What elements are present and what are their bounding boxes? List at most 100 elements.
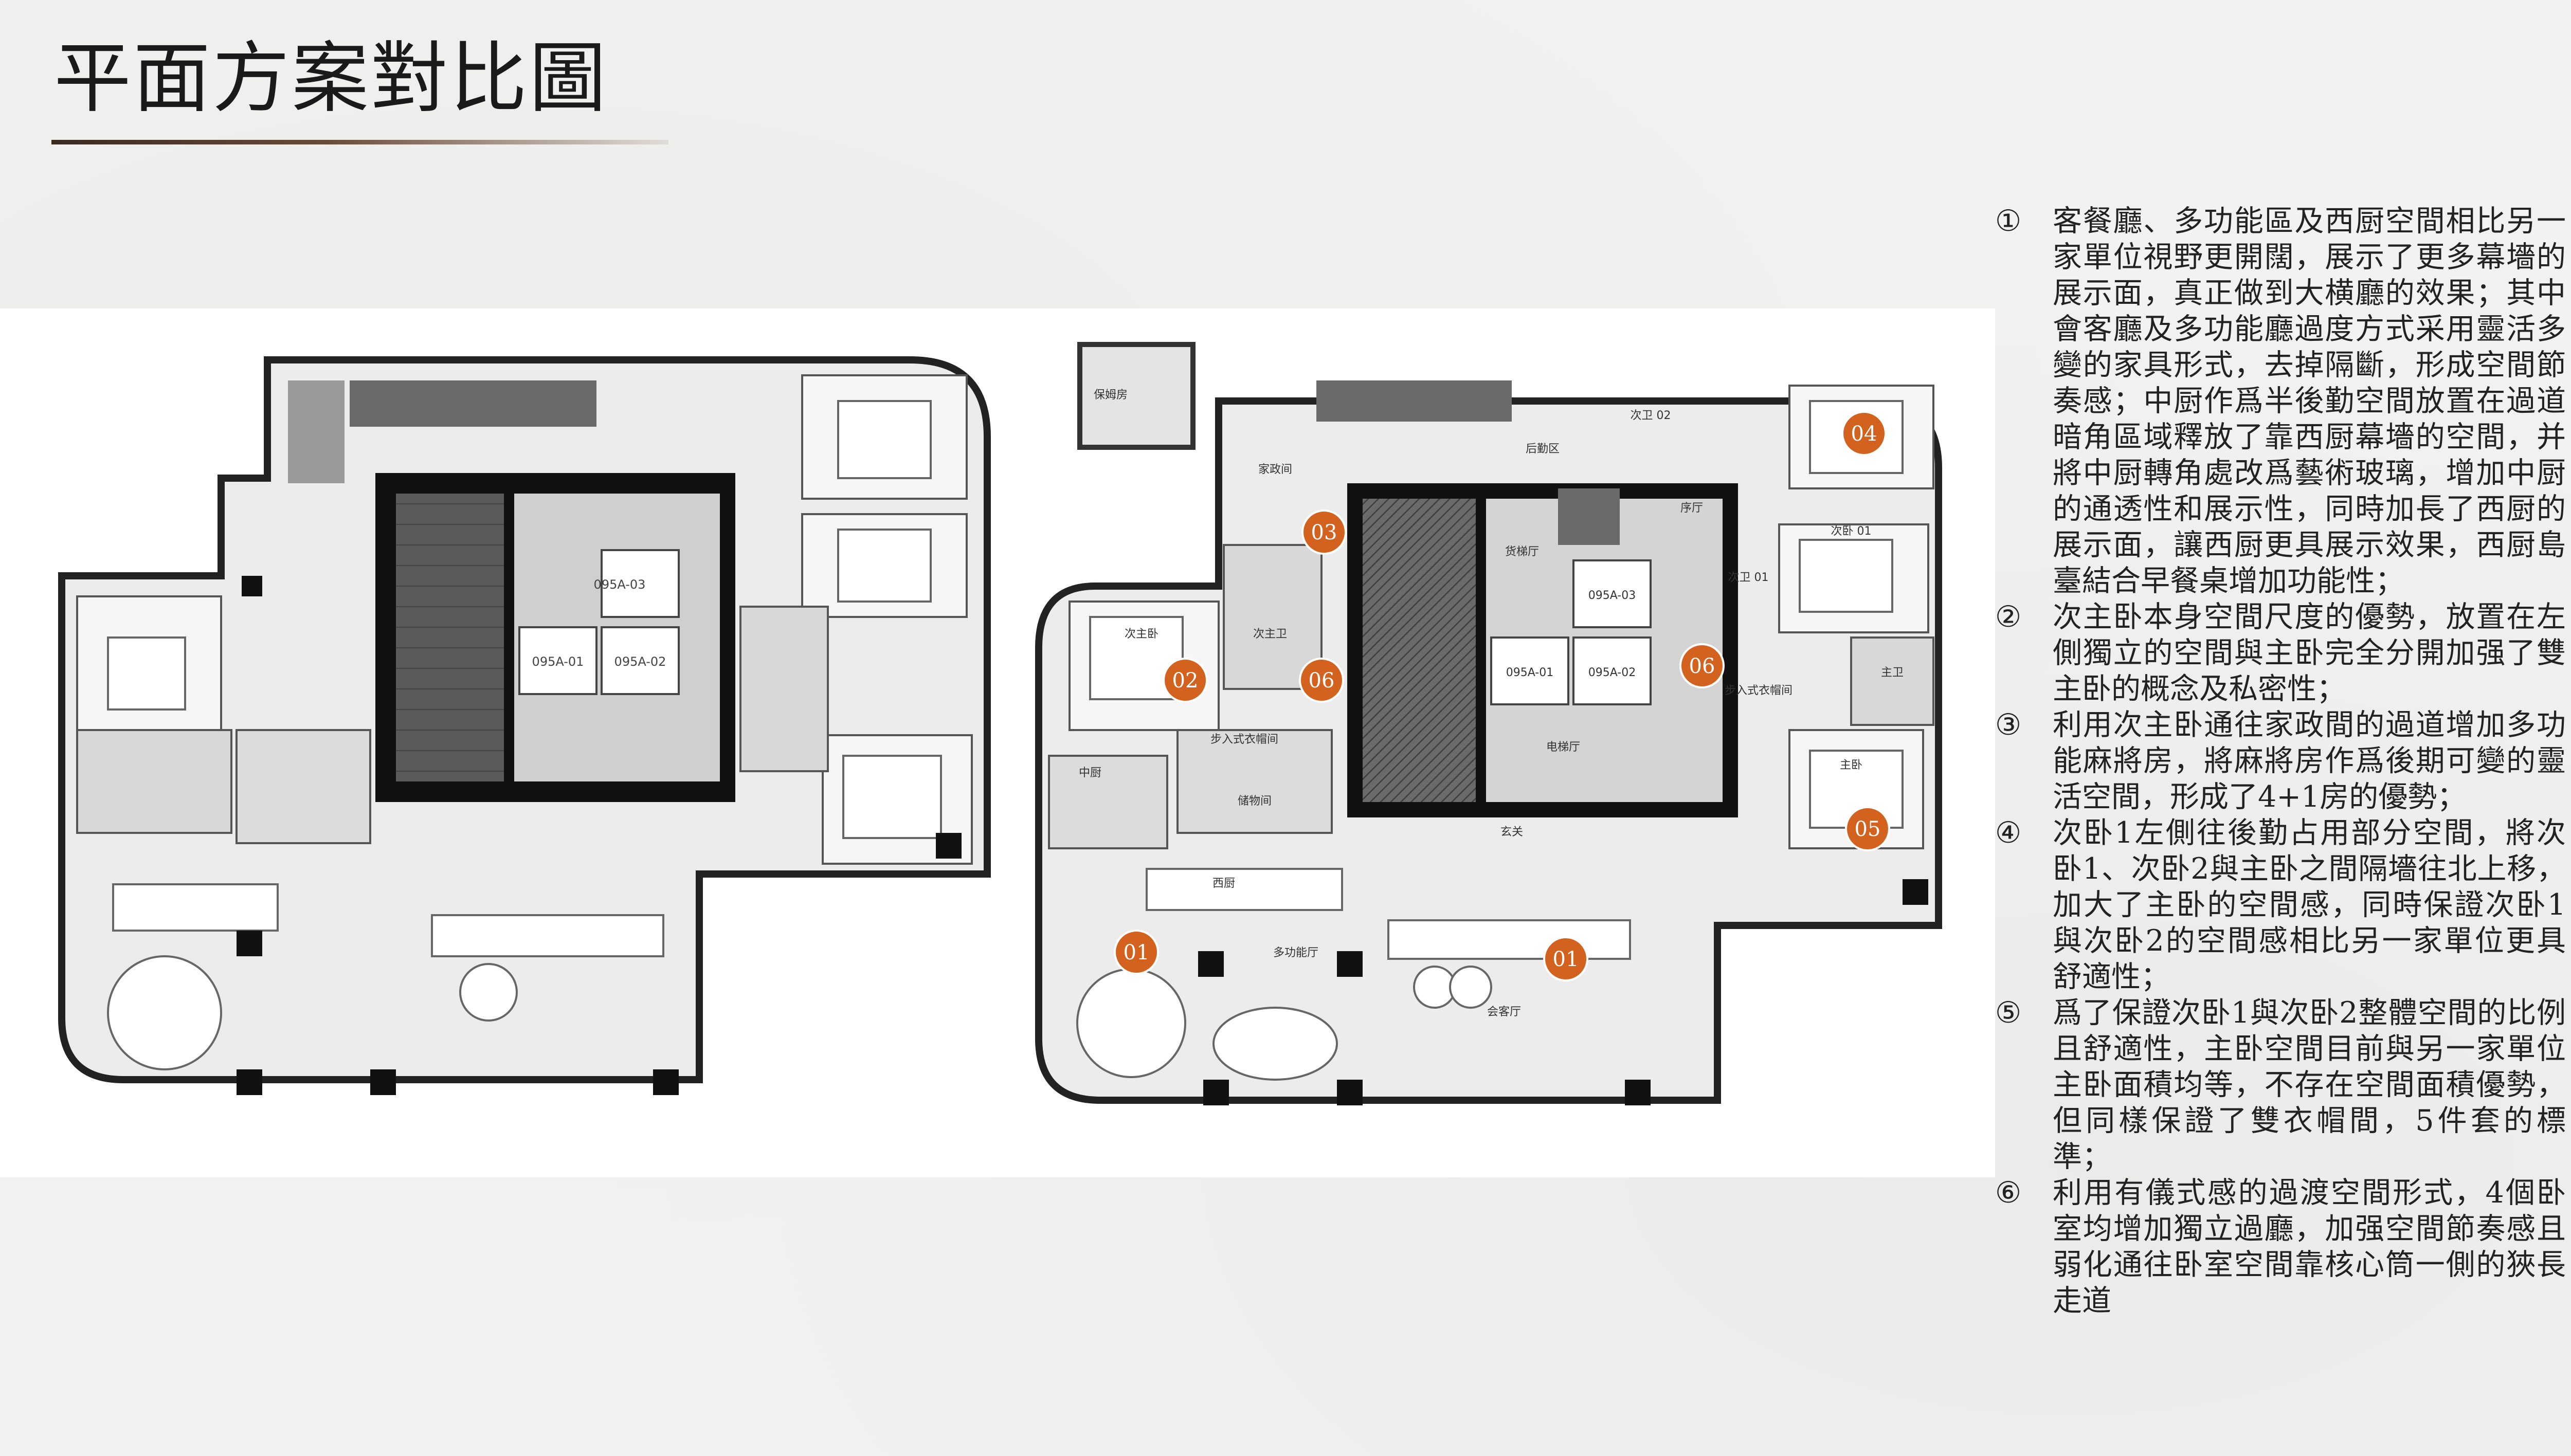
note-number: ④ [1995,816,2022,850]
svg-text:01: 01 [1553,948,1579,971]
right-service-block [1558,488,1620,545]
label-chinese-kitchen: 中厨 [1079,767,1101,779]
floor-plans-svg: 095A-03 095A-01 095A-02 [58,342,1942,1105]
note-5: ⑤ 爲了保證次卧1與次卧2整體空間的比例且舒適性，主卧空間目前與另一家單位主卧面… [1995,995,2566,1175]
marker-05: 05 [1845,806,1890,851]
left-bed-mid [837,529,932,603]
left-columns [237,576,962,1095]
right-lift-1 [1490,636,1569,705]
marker-02: 02 [1163,658,1208,703]
note-text: 利用次主卧通往家政間的過道增加多功能麻將房，將麻將房作爲後期可變的靈活空間，形成… [2053,708,2566,814]
note-2: ② 次主卧本身空間尺度的優勢，放置在左側獨立的空間與主卧完全分開加强了雙主卧的概… [1995,599,2566,707]
label-bath-01: 次卫 01 [1728,571,1769,584]
left-room-tag-3: 095A-02 [614,654,666,669]
label-lift-tag-1: 095A-03 [1588,589,1636,602]
left-service-block [288,380,345,483]
note-number: ① [1995,204,2022,238]
left-bathroom-right [739,606,829,772]
note-number: ③ [1995,708,2022,742]
page-title: 平面方案對比圖 [54,34,609,123]
right-floor-plan: 保姆房 家政间 后勤区 次主卫 次主卧 步入式衣帽间 中厨 储物间 西厨 多功能… [1035,342,1942,1105]
note-text: 次主卧本身空間尺度的優勢，放置在左側獨立的空間與主卧完全分開加强了雙主卧的概念及… [2053,600,2566,706]
right-chinese-kitchen [1048,755,1168,849]
label-nanny-room: 保姆房 [1094,389,1128,402]
right-walkin-closet [1176,729,1333,834]
svg-text:02: 02 [1172,669,1199,693]
label-elevator-hall: 电梯厅 [1546,741,1580,754]
left-lift-3 [601,549,680,618]
note-3: ③ 利用次主卧通往家政間的過道增加多功能麻將房，將麻將房作爲後期可變的靈活空間，… [1995,707,2566,815]
marker-03: 03 [1301,509,1347,555]
left-lift-2 [601,626,680,695]
svg-text:05: 05 [1855,817,1881,841]
label-living-room: 会客厅 [1487,1006,1521,1018]
left-bed-top [837,400,932,479]
right-lift-2 [1572,636,1652,705]
note-text: 次卧1左側往後勤占用部分空間，將次卧1、次卧2與主卧之間隔墻往北上移，加大了主卧… [2053,816,2566,994]
note-text: 利用有儀式感的過渡空間形式，4個卧室均增加獨立過廳，加强空間節奏感且弱化通往卧室… [2053,1176,2566,1318]
right-round-dining-table [1076,968,1186,1078]
left-bed-master [842,755,942,839]
svg-text:04: 04 [1851,422,1877,446]
marker-06-right: 06 [1679,643,1725,688]
comparison-notes: ① 客餐廳、多功能區及西厨空間相比另一家單位視野更開闊，展示了更多幕墻的展示面，… [1995,203,2566,1319]
plan-board: 095A-03 095A-01 095A-02 [0,308,1995,1177]
label-housekeeping: 家政间 [1258,463,1292,476]
marker-06-left: 06 [1299,658,1344,703]
plan-markers: 03 02 06 06 04 [1114,411,1890,981]
label-bath-02: 次卫 02 [1631,409,1671,422]
label-lift-tag-3: 095A-02 [1588,666,1636,679]
title-underline [51,140,668,144]
label-service-area: 后勤区 [1526,443,1560,456]
left-floor-plan: 095A-03 095A-01 095A-02 [58,356,991,1095]
right-living-room-sofa [1387,919,1631,960]
right-nanny-room [1077,342,1196,450]
label-storage: 储物间 [1238,795,1272,808]
label-secondary-master-bedroom: 次主卧 [1125,628,1158,641]
note-6: ⑥ 利用有儀式感的過渡空間形式，4個卧室均增加獨立過廳，加强空間節奏感且弱化通往… [1995,1175,2566,1319]
label-master-bath: 主卫 [1881,666,1904,679]
note-number: ⑥ [1995,1176,2022,1210]
label-walkin-closet-left: 步入式衣帽间 [1210,733,1278,746]
marker-04: 04 [1841,411,1887,456]
svg-text:06: 06 [1689,654,1715,678]
svg-text:06: 06 [1309,669,1335,693]
right-room-labels: 保姆房 家政间 后勤区 次主卫 次主卧 步入式衣帽间 中厨 储物间 西厨 多功能… [1079,389,1904,1018]
right-west-kitchen-island [1146,868,1343,911]
right-master-bath [1850,636,1934,726]
right-multi-function-rug [1212,1007,1338,1081]
left-coffee-table [459,963,518,1022]
right-core-stairs [1363,499,1476,802]
note-text: 客餐廳、多功能區及西厨空間相比另一家單位視野更開闊，展示了更多幕墻的展示面，真正… [2053,204,2566,598]
left-bed-west [107,636,186,711]
left-dining-table [112,883,279,932]
left-room-tag-2: 095A-01 [532,654,584,669]
right-bed-01 [1799,539,1893,613]
svg-text:03: 03 [1311,521,1337,544]
note-1: ① 客餐廳、多功能區及西厨空間相比另一家單位視野更開闊，展示了更多幕墻的展示面，… [1995,203,2566,599]
note-text: 爲了保證次卧1與次卧2整體空間的比例且舒適性，主卧空間目前與另一家單位主卧面積均… [2053,996,2566,1174]
left-round-table [107,955,222,1070]
marker-01-right: 01 [1543,936,1588,981]
label-bedroom-01: 次卧 01 [1831,525,1872,538]
label-foyer: 玄关 [1500,826,1523,839]
right-service-strip [1316,380,1512,422]
label-secondary-master-bath: 次主卫 [1253,628,1287,641]
note-number: ② [1995,600,2022,634]
note-number: ⑤ [1995,996,2022,1030]
right-columns [1198,879,1928,1105]
left-sofa-l [431,914,664,957]
note-4: ④ 次卧1左側往後勤占用部分空間，將次卧1、次卧2與主卧之間隔墻往北上移，加大了… [1995,815,2566,995]
svg-text:01: 01 [1124,941,1150,964]
left-core-stairs [396,494,504,781]
label-west-kitchen: 西厨 [1212,877,1235,890]
left-kitchen [236,729,371,844]
right-coffee-table-2 [1449,966,1492,1009]
left-bathroom-west [76,729,232,834]
label-lift-tag-2: 095A-01 [1506,666,1554,679]
label-preface-hall: 序厅 [1680,502,1703,515]
label-freight-lift-hall: 货梯厅 [1505,545,1539,558]
right-lift-3 [1572,559,1652,628]
label-walkin-closet-right: 步入式衣帽间 [1725,684,1793,697]
label-multi-function-hall: 多功能厅 [1273,947,1318,959]
